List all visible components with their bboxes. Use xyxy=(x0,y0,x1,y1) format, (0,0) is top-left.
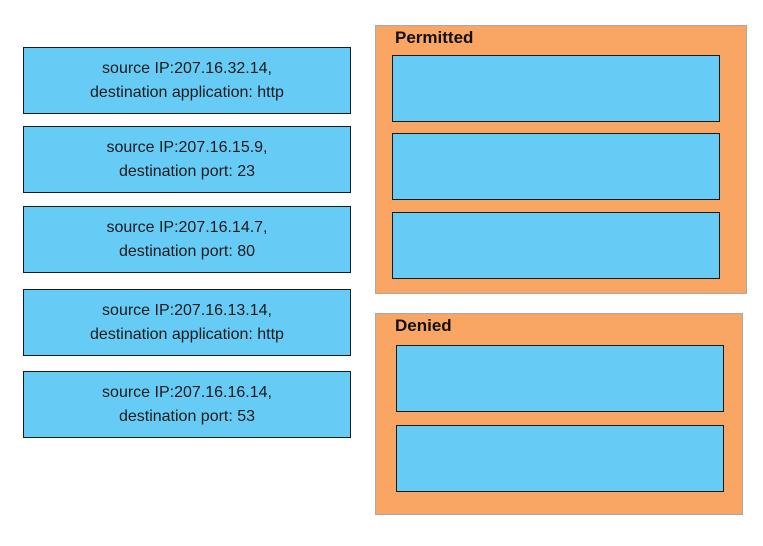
drag-item-4-line1: source IP:207.16.13.14, xyxy=(102,301,272,319)
drag-item-1-line1: source IP:207.16.32.14, xyxy=(102,59,272,77)
denied-zone: Denied xyxy=(375,313,743,515)
drag-item-4-line2: destination application: http xyxy=(90,325,284,343)
drag-item-5-line1: source IP:207.16.16.14, xyxy=(102,383,272,401)
denied-slot-1[interactable] xyxy=(396,345,724,412)
denied-zone-title: Denied xyxy=(395,316,452,335)
drag-item-2-line2: destination port: 23 xyxy=(118,162,256,180)
permitted-slot-2[interactable] xyxy=(392,133,720,200)
drag-item-3-line1: source IP:207.16.14.7, xyxy=(106,218,268,236)
permitted-zone: Permitted xyxy=(375,25,747,294)
denied-slot-2[interactable] xyxy=(396,425,724,492)
drag-item-1-line2: destination application: http xyxy=(90,83,284,101)
drag-item-3[interactable]: source IP:207.16.14.7, destination port:… xyxy=(23,206,351,273)
drag-item-3-line2: destination port: 80 xyxy=(118,242,256,260)
permitted-slot-1[interactable] xyxy=(392,55,720,122)
drag-item-2-line1: source IP:207.16.15.9, xyxy=(106,138,268,156)
drag-item-1[interactable]: source IP:207.16.32.14, destination appl… xyxy=(23,47,351,114)
permitted-slot-3[interactable] xyxy=(392,212,720,279)
drag-item-2[interactable]: source IP:207.16.15.9, destination port:… xyxy=(23,126,351,193)
permitted-zone-title: Permitted xyxy=(395,28,474,47)
drag-item-5[interactable]: source IP:207.16.16.14, destination port… xyxy=(23,371,351,438)
drag-item-5-line2: destination port: 53 xyxy=(118,407,256,425)
drag-item-4[interactable]: source IP:207.16.13.14, destination appl… xyxy=(23,289,351,356)
